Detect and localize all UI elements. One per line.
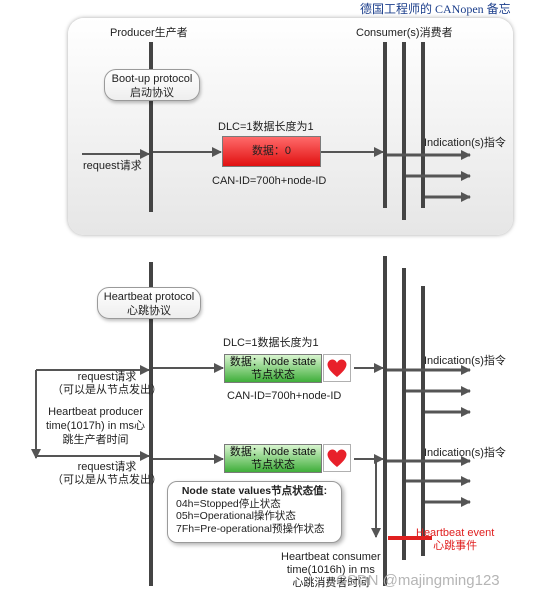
- heartbeat-message-2-line2: 节点状态: [251, 459, 295, 471]
- bootup-message-box: 数据：0: [222, 136, 321, 167]
- request-label-bottom-2-line2: （可以是从节点发出）: [52, 474, 162, 486]
- heart-icon: [327, 359, 347, 377]
- indication-label-bottom-1: Indication(s)指令: [424, 355, 506, 367]
- indication-label-top: Indication(s)指令: [424, 137, 506, 149]
- heartbeat-message-1-line1: 数据：Node state: [229, 356, 317, 368]
- consumer-time-label: Heartbeat consumer time(1016h) in ms 心跳消…: [281, 551, 381, 590]
- can-id-top: CAN-ID=700h+node-ID: [212, 175, 327, 187]
- watermark: CSDN @majingming123: [336, 572, 500, 589]
- heartbeat-event-line1: Heartbeat event: [416, 527, 495, 539]
- node-state-values-box: Node state values节点状态值: 04h=Stopped停止状态 …: [167, 481, 342, 543]
- request-label-bottom-1: request请求 （可以是从节点发出）: [52, 371, 162, 397]
- header-note: 德国工程师的 CANopen 备忘: [360, 2, 511, 16]
- node-state-stopped: 04h=Stopped停止状态: [176, 497, 281, 510]
- consumer-time-line3: 心跳消费者时间: [292, 577, 370, 589]
- bootup-protocol-title: Boot-up protocol: [111, 73, 193, 85]
- heartbeat-message-1-line2: 节点状态: [251, 369, 295, 381]
- heartbeat-protocol-subtitle: 心跳协议: [127, 305, 171, 317]
- heartbeat-message-box-2: 数据：Node state 节点状态: [224, 444, 322, 473]
- dlc-label-top: DLC=1数据长度为1: [218, 121, 314, 133]
- producer-time-line1: Heartbeat producer: [48, 406, 143, 418]
- producer-label: Producer生产者: [110, 27, 188, 39]
- can-id-bottom: CAN-ID=700h+node-ID: [227, 390, 342, 402]
- producer-time-line3: 跳生产者时间: [62, 434, 129, 446]
- heartbeat-event-label: Heartbeat event 心跳事件: [416, 527, 494, 553]
- heartbeat-message-box-1: 数据：Node state 节点状态: [224, 354, 322, 383]
- node-state-values-title: Node state values节点状态值:: [181, 485, 328, 497]
- node-state-preoperational: 7Fh=Pre-operational预操作状态: [176, 522, 325, 535]
- node-state-operational: 05h=Operational操作状态: [176, 510, 296, 522]
- producer-time-label: Heartbeat producer time(1017h) in ms心 跳生…: [46, 405, 145, 447]
- consumer-time-line1: Heartbeat consumer: [281, 551, 381, 563]
- request-label-bottom-1-line1: request请求: [77, 371, 137, 383]
- bootup-protocol-subtitle: 启动协议: [130, 87, 174, 99]
- request-label-bottom-2: request请求 （可以是从节点发出）: [52, 461, 162, 487]
- indication-label-bottom-2: Indication(s)指令: [424, 447, 506, 459]
- heart-icon: [327, 449, 347, 467]
- heart-icon-box-1: [323, 354, 351, 382]
- request-label-top: request请求: [83, 160, 142, 172]
- request-label-bottom-2-line1: request请求: [77, 461, 137, 473]
- bootup-panel: [68, 18, 513, 235]
- heartbeat-protocol-title: Heartbeat protocol: [103, 291, 195, 303]
- heart-icon-box-2: [323, 444, 351, 472]
- consumer-label: Consumer(s)消费者: [356, 27, 453, 39]
- heartbeat-protocol-bubble: Heartbeat protocol 心跳协议: [97, 287, 201, 319]
- dlc-label-bottom: DLC=1数据长度为1: [223, 337, 319, 349]
- bootup-protocol-bubble: Boot-up protocol 启动协议: [104, 69, 200, 101]
- consumer-time-line2: time(1016h) in ms: [286, 564, 375, 576]
- request-label-bottom-1-line2: （可以是从节点发出）: [52, 384, 162, 396]
- heartbeat-event-line2: 心跳事件: [433, 540, 478, 552]
- heartbeat-message-2-line1: 数据：Node state: [229, 446, 317, 458]
- producer-time-line2: time(1017h) in ms心: [46, 420, 146, 432]
